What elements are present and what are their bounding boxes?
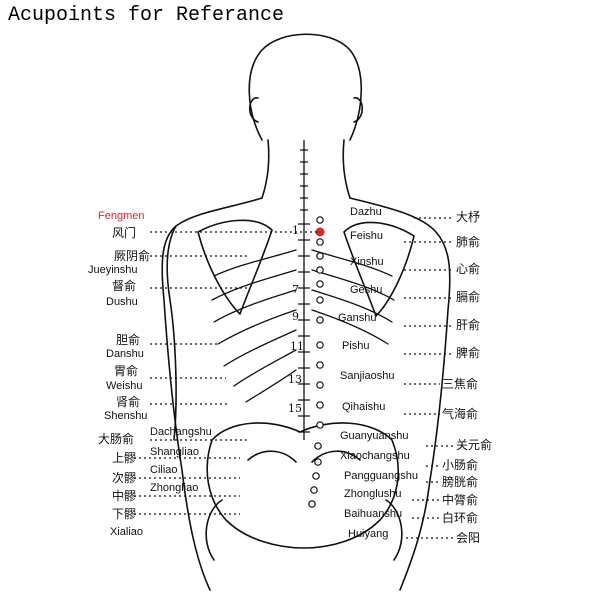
label-fengmen-en: Fengmen: [98, 210, 145, 222]
label-shangliao-zh: 上髎: [112, 451, 137, 465]
head-outline: [248, 33, 363, 141]
vertebra-number: 15: [288, 402, 302, 415]
label-xialiao-zh: 下髎: [112, 507, 137, 521]
label-zhongliao-en: Zhongliao: [150, 482, 199, 494]
label-xinshu-zh: 心俞: [456, 262, 481, 276]
left-shoulder: [161, 197, 263, 591]
left-ear: [248, 97, 259, 123]
label-ganshu-zh: 肝俞: [456, 318, 481, 332]
label-dushu-en: Dushu: [106, 296, 138, 308]
label-pangguangshu-zh: 膀胱俞: [442, 475, 479, 489]
label-qihaishu-zh: 气海俞: [442, 407, 479, 421]
label-zhonglushu-en: Zhonglushu: [344, 488, 402, 500]
left-scapula: [197, 219, 273, 315]
label-weishu-zh: 胃俞: [114, 364, 139, 378]
label-huiyang-zh: 会阳: [456, 531, 481, 545]
label-weishu-en: Weishu: [106, 380, 143, 392]
label-xiaochangshu-zh: 小肠俞: [442, 458, 479, 472]
label-ciliao-zh: 次髎: [112, 471, 137, 485]
label-danshu-zh: 胆俞: [116, 333, 141, 347]
label-huiyang-en: Huiyang: [348, 528, 389, 540]
vertebra-number: 7: [292, 283, 299, 296]
page-title: Acupoints for Referance: [8, 4, 285, 27]
label-guanyuanshu-en: Guanyuanshu: [340, 430, 409, 442]
label-dachangshu-en: Dachangshu: [150, 426, 212, 438]
label-fengmen-zh: 风门: [112, 226, 137, 240]
label-dushu-zh: 督俞: [112, 279, 137, 293]
label-shenshu-zh: 肾俞: [116, 395, 141, 409]
label-pangguangshu-en: Pangguangshu: [344, 470, 419, 482]
right-scapula: [343, 221, 415, 317]
label-geshu-en: Geshu: [350, 284, 383, 296]
label-xiaochangshu-en: Xiaochangshu: [340, 450, 410, 462]
label-xialiao-en: Xialiao: [110, 526, 144, 538]
label-sanjiaoshu-en: Sanjiaoshu: [340, 370, 395, 382]
label-ciliao-en: Ciliao: [150, 464, 178, 476]
label-qihaishu-en: Qihaishu: [342, 401, 386, 413]
label-guanyuanshu-zh: 关元俞: [456, 438, 493, 452]
label-geshu-zh: 膈俞: [456, 290, 481, 304]
vertebra-number: 9: [292, 310, 299, 323]
label-shenshu-en: Shenshu: [104, 410, 148, 422]
label-shangliao-en: Shangliao: [150, 446, 199, 458]
label-baihuanshu-zh: 白环俞: [442, 511, 479, 525]
label-sanjiaoshu-zh: 三焦俞: [442, 377, 479, 391]
fengmen-marker: [315, 227, 325, 237]
label-danshu-en: Danshu: [106, 348, 144, 360]
label-ganshu-en: Ganshu: [338, 312, 377, 324]
label-zhongliao-zh: 中髎: [112, 489, 137, 503]
right-shoulder: [349, 197, 451, 591]
label-pishu-en: Pishu: [342, 340, 370, 352]
vertebra-number: 11: [290, 340, 304, 353]
label-dazhu-en: Dazhu: [350, 206, 382, 218]
label-zhonglushu-zh: 中膂俞: [442, 493, 479, 507]
label-feishu-en: Feishu: [350, 230, 384, 242]
label-jueyinshu-zh: 厥阴俞: [114, 249, 151, 263]
label-baihuanshu-en: Baihuanshu: [344, 508, 403, 520]
vertebra-number: 1: [292, 224, 299, 237]
acupoint-markers: [308, 216, 324, 508]
label-jueyinshu-en: Jueyinshu: [88, 264, 138, 276]
label-dachangshu-zh: 大肠俞: [98, 432, 135, 446]
right-ear: [353, 97, 364, 123]
label-xinshu-en: Xinshu: [350, 256, 384, 268]
label-feishu-zh: 肺俞: [456, 235, 481, 249]
vertebra-number: 13: [288, 373, 302, 386]
label-pishu-zh: 脾俞: [456, 346, 481, 360]
label-dazhu-zh: 大杼: [456, 210, 481, 224]
